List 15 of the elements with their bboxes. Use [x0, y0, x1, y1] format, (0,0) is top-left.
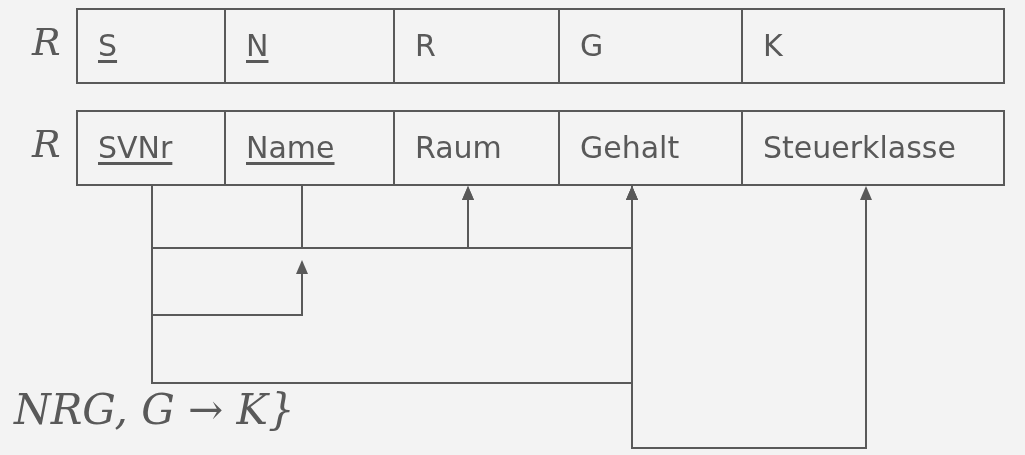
attribute-cell: Gehalt	[558, 110, 743, 186]
attribute-cell: S	[76, 8, 226, 84]
dependency-arrow	[151, 185, 638, 384]
relation-name: R	[32, 20, 61, 64]
attribute-cell: K	[741, 8, 1005, 84]
attribute-cell: Raum	[393, 110, 560, 186]
relation-name: R	[32, 122, 61, 166]
attribute-cell: N	[224, 8, 395, 84]
attribute-cell: R	[393, 8, 560, 84]
attribute-cell: G	[558, 8, 743, 84]
attribute-cell: Steuerklasse	[741, 110, 1005, 186]
attribute-cell: Name	[224, 110, 395, 186]
dependency-arrow	[631, 185, 872, 449]
attribute-cell: SVNr	[76, 110, 226, 186]
dependency-formula: NRG, G → K}	[14, 385, 295, 434]
